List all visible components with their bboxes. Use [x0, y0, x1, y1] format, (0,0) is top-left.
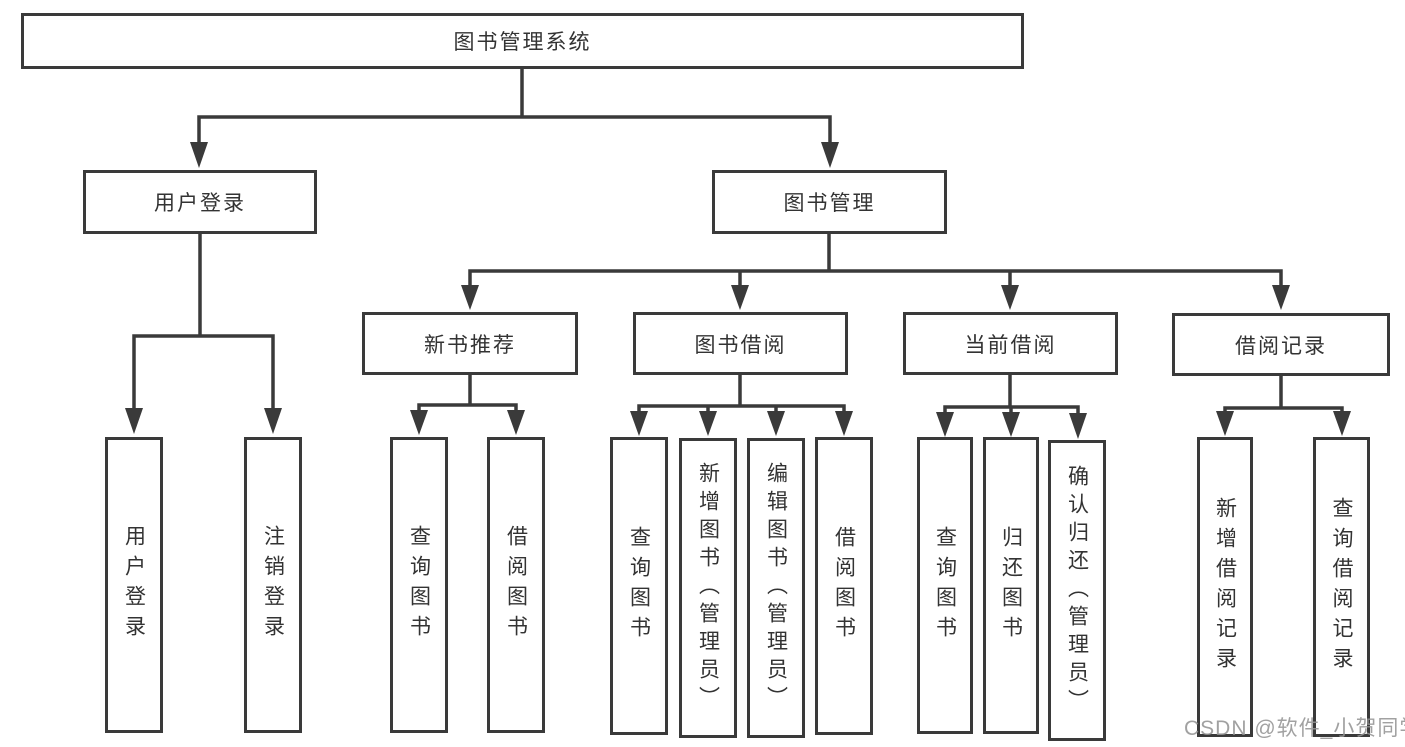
leaf-return-book: 归还图书: [983, 437, 1039, 734]
leaf-borrow-book-borrowing-label: 借阅图书: [832, 526, 856, 646]
leaf-borrow-book-borrowing: 借阅图书: [815, 437, 873, 735]
node-book-borrowing: 图书借阅: [633, 312, 848, 375]
connector-book-management-to-sections: [461, 232, 1290, 310]
leaf-borrow-book-recommend: 借阅图书: [487, 437, 545, 733]
leaf-edit-book-admin-label: 编辑图书（管理员）: [764, 462, 788, 714]
csdn-watermark: CSDN @软件_小贺同学: [1184, 717, 1405, 740]
leaf-query-book-borrowing-label: 查询图书: [627, 526, 651, 646]
node-borrowing-records-label: 借阅记录: [1235, 334, 1327, 358]
leaf-user-login: 用户登录: [105, 437, 163, 733]
connector-current-borrowing-branch: [936, 373, 1087, 439]
connector-borrowing-records-branch: [1216, 374, 1351, 436]
leaf-logout-label: 注销登录: [261, 525, 285, 645]
leaf-return-book-label: 归还图书: [999, 525, 1023, 646]
node-user-login: 用户登录: [83, 170, 317, 234]
node-root: 图书管理系统: [21, 13, 1024, 69]
leaf-add-borrow-record-label: 新增借阅记录: [1213, 497, 1237, 677]
leaf-logout: 注销登录: [244, 437, 302, 733]
leaf-add-book-admin-label: 新增图书（管理员）: [696, 462, 720, 714]
node-current-borrowing: 当前借阅: [903, 312, 1118, 375]
leaf-query-book-borrowing: 查询图书: [610, 437, 668, 735]
leaf-query-borrow-record: 查询借阅记录: [1313, 437, 1370, 737]
leaf-query-book-current: 查询图书: [917, 437, 973, 734]
node-user-login-label: 用户登录: [154, 192, 246, 215]
node-book-management: 图书管理: [712, 170, 947, 234]
node-borrowing-records: 借阅记录: [1172, 313, 1390, 376]
leaf-edit-book-admin: 编辑图书（管理员）: [747, 438, 805, 738]
connector-root-to-level2: [190, 66, 839, 168]
leaf-query-book-recommend: 查询图书: [390, 437, 448, 733]
node-current-borrowing-label: 当前借阅: [964, 333, 1057, 357]
leaf-user-login-label: 用户登录: [122, 525, 146, 645]
leaf-query-book-recommend-label: 查询图书: [407, 525, 431, 645]
leaf-confirm-return-admin: 确认归还（管理员）: [1048, 440, 1106, 741]
connector-new-book-recommend-branch: [410, 373, 525, 435]
connector-user-login-branch: [125, 232, 282, 434]
connector-book-borrowing-branch: [630, 373, 853, 436]
node-new-book-recommend-label: 新书推荐: [424, 333, 516, 357]
node-root-label: 图书管理系统: [453, 31, 592, 54]
node-book-management-label: 图书管理: [783, 192, 876, 215]
leaf-add-borrow-record: 新增借阅记录: [1197, 437, 1253, 737]
node-book-borrowing-label: 图书借阅: [694, 333, 787, 357]
leaf-add-book-admin: 新增图书（管理员）: [679, 438, 737, 738]
leaf-borrow-book-recommend-label: 借阅图书: [504, 525, 528, 645]
leaf-query-book-current-label: 查询图书: [933, 525, 957, 646]
leaf-query-borrow-record-label: 查询借阅记录: [1330, 497, 1353, 677]
node-new-book-recommend: 新书推荐: [362, 312, 578, 375]
leaf-confirm-return-admin-label: 确认归还（管理员）: [1065, 464, 1089, 717]
